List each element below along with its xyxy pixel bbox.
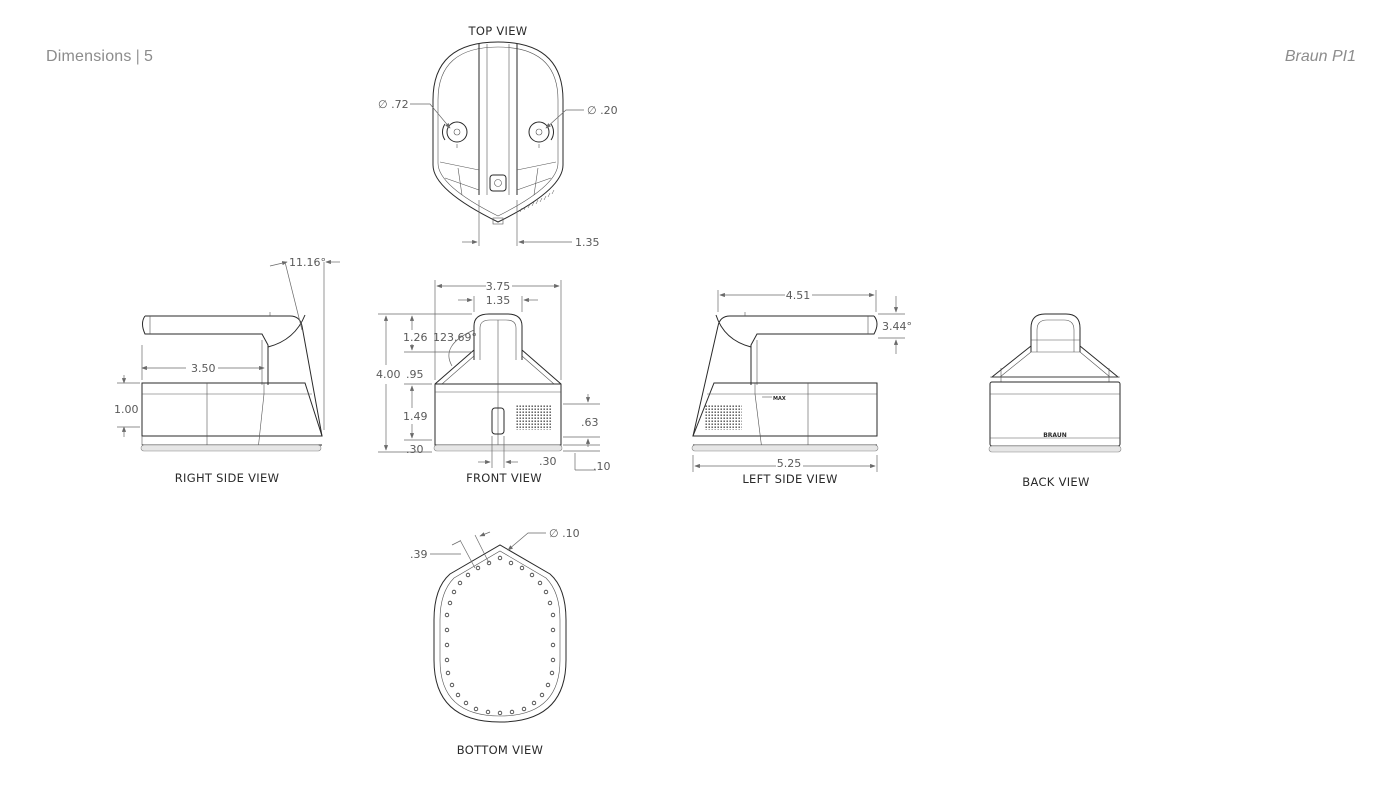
dim-overall-height: 4.00	[376, 368, 401, 381]
dim-overall-length: 5.25	[777, 457, 802, 470]
dim-slot-width: .30	[539, 455, 557, 468]
front-view-label: FRONT VIEW	[466, 471, 542, 485]
section-title: Dimensions	[46, 48, 132, 65]
brand-logo: BRAUN	[1043, 432, 1067, 439]
dim-shoulder-angle: 123.69°	[433, 331, 477, 344]
left-side-view-label: LEFT SIDE VIEW	[742, 472, 837, 486]
dim-handle-height: 1.26	[403, 331, 428, 344]
left-side-view: MAX 4.51 3.44° 5.25 LEFT SIDE VIEW	[691, 289, 912, 486]
dim-nose-width: 1.35	[575, 236, 600, 249]
back-view: BRAUN BACK VIEW	[988, 313, 1122, 489]
page-number: 5	[143, 48, 154, 65]
steam-holes	[444, 555, 556, 716]
dim-left-handle-angle: 3.44°	[882, 320, 912, 333]
dim-sole-height: .30	[406, 443, 424, 456]
right-side-view-label: RIGHT SIDE VIEW	[175, 471, 280, 485]
right-side-view: 3.50 1.00 11.16° RIGHT SIDE VIEW	[114, 256, 340, 485]
dim-left-dial: ∅ .72	[378, 98, 409, 111]
dim-handle-angle: 11.16°	[289, 256, 326, 269]
top-view-label: TOP VIEW	[468, 24, 528, 38]
right-dial-icon	[528, 121, 555, 148]
dim-handle-width: 1.35	[486, 294, 511, 307]
dim-hole-spacing: .39	[410, 548, 428, 561]
dim-overall-width: 3.75	[486, 280, 511, 293]
dim-body-height: 1.49	[403, 410, 428, 423]
front-view: 3.75 1.35 4.00 1.26 .95 1.49 .30 123.69°…	[376, 280, 611, 485]
dim-base-height: 1.00	[114, 403, 139, 416]
product-name: Braun PI1	[1284, 48, 1356, 65]
dim-right-dial: ∅ .20	[587, 104, 618, 117]
vent-grill-icon	[515, 404, 551, 430]
dim-shoulder-height: .95	[406, 368, 424, 381]
dim-handle-span: 4.51	[786, 289, 811, 302]
left-dial-icon	[441, 121, 468, 148]
dim-sole-offset: .10	[593, 460, 611, 473]
back-view-label: BACK VIEW	[1022, 475, 1089, 489]
max-marking: MAX	[773, 396, 786, 402]
page-header-left: Dimensions|5	[46, 48, 153, 66]
dim-hole-diameter: ∅ .10	[549, 527, 580, 540]
dim-handle-length: 3.50	[191, 362, 216, 375]
top-view: TOP VIEW	[378, 24, 618, 249]
header-separator: |	[135, 48, 140, 65]
bottom-view-label: BOTTOM VIEW	[457, 743, 543, 757]
vent-grill-icon	[704, 404, 742, 430]
dim-grill-height: .63	[581, 416, 599, 429]
bottom-view: ∅ .10 .39 BOTTOM VIEW	[410, 527, 580, 757]
